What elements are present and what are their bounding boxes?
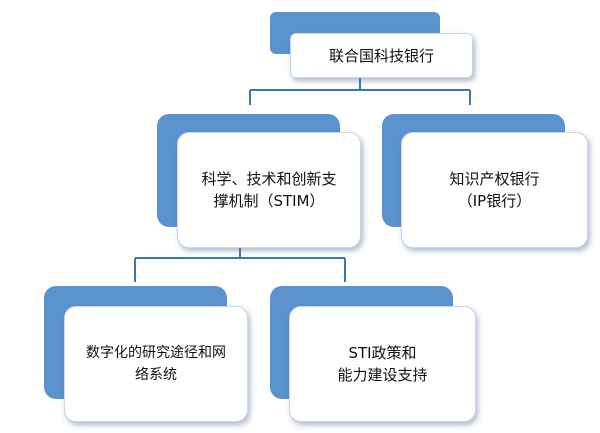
root-node: 联合国科技银行 [290, 33, 473, 78]
ip-node: 知识产权银行 （IP银行） [401, 132, 588, 248]
digital-node: 数字化的研究途径和网 络系统 [64, 306, 248, 422]
digital-node-label: 数字化的研究途径和网 络系统 [86, 345, 226, 383]
root-node-label: 联合国科技银行 [328, 46, 434, 65]
sti-node-label: STI政策和 能力建设支持 [337, 344, 428, 384]
stim-node: 科学、技术和创新支 撑机制（STIM） [177, 132, 361, 248]
sti-node: STI政策和 能力建设支持 [289, 306, 476, 422]
stim-node-label: 科学、技术和创新支 撑机制（STIM） [201, 170, 337, 210]
ip-node-label: 知识产权银行 （IP银行） [449, 170, 540, 210]
